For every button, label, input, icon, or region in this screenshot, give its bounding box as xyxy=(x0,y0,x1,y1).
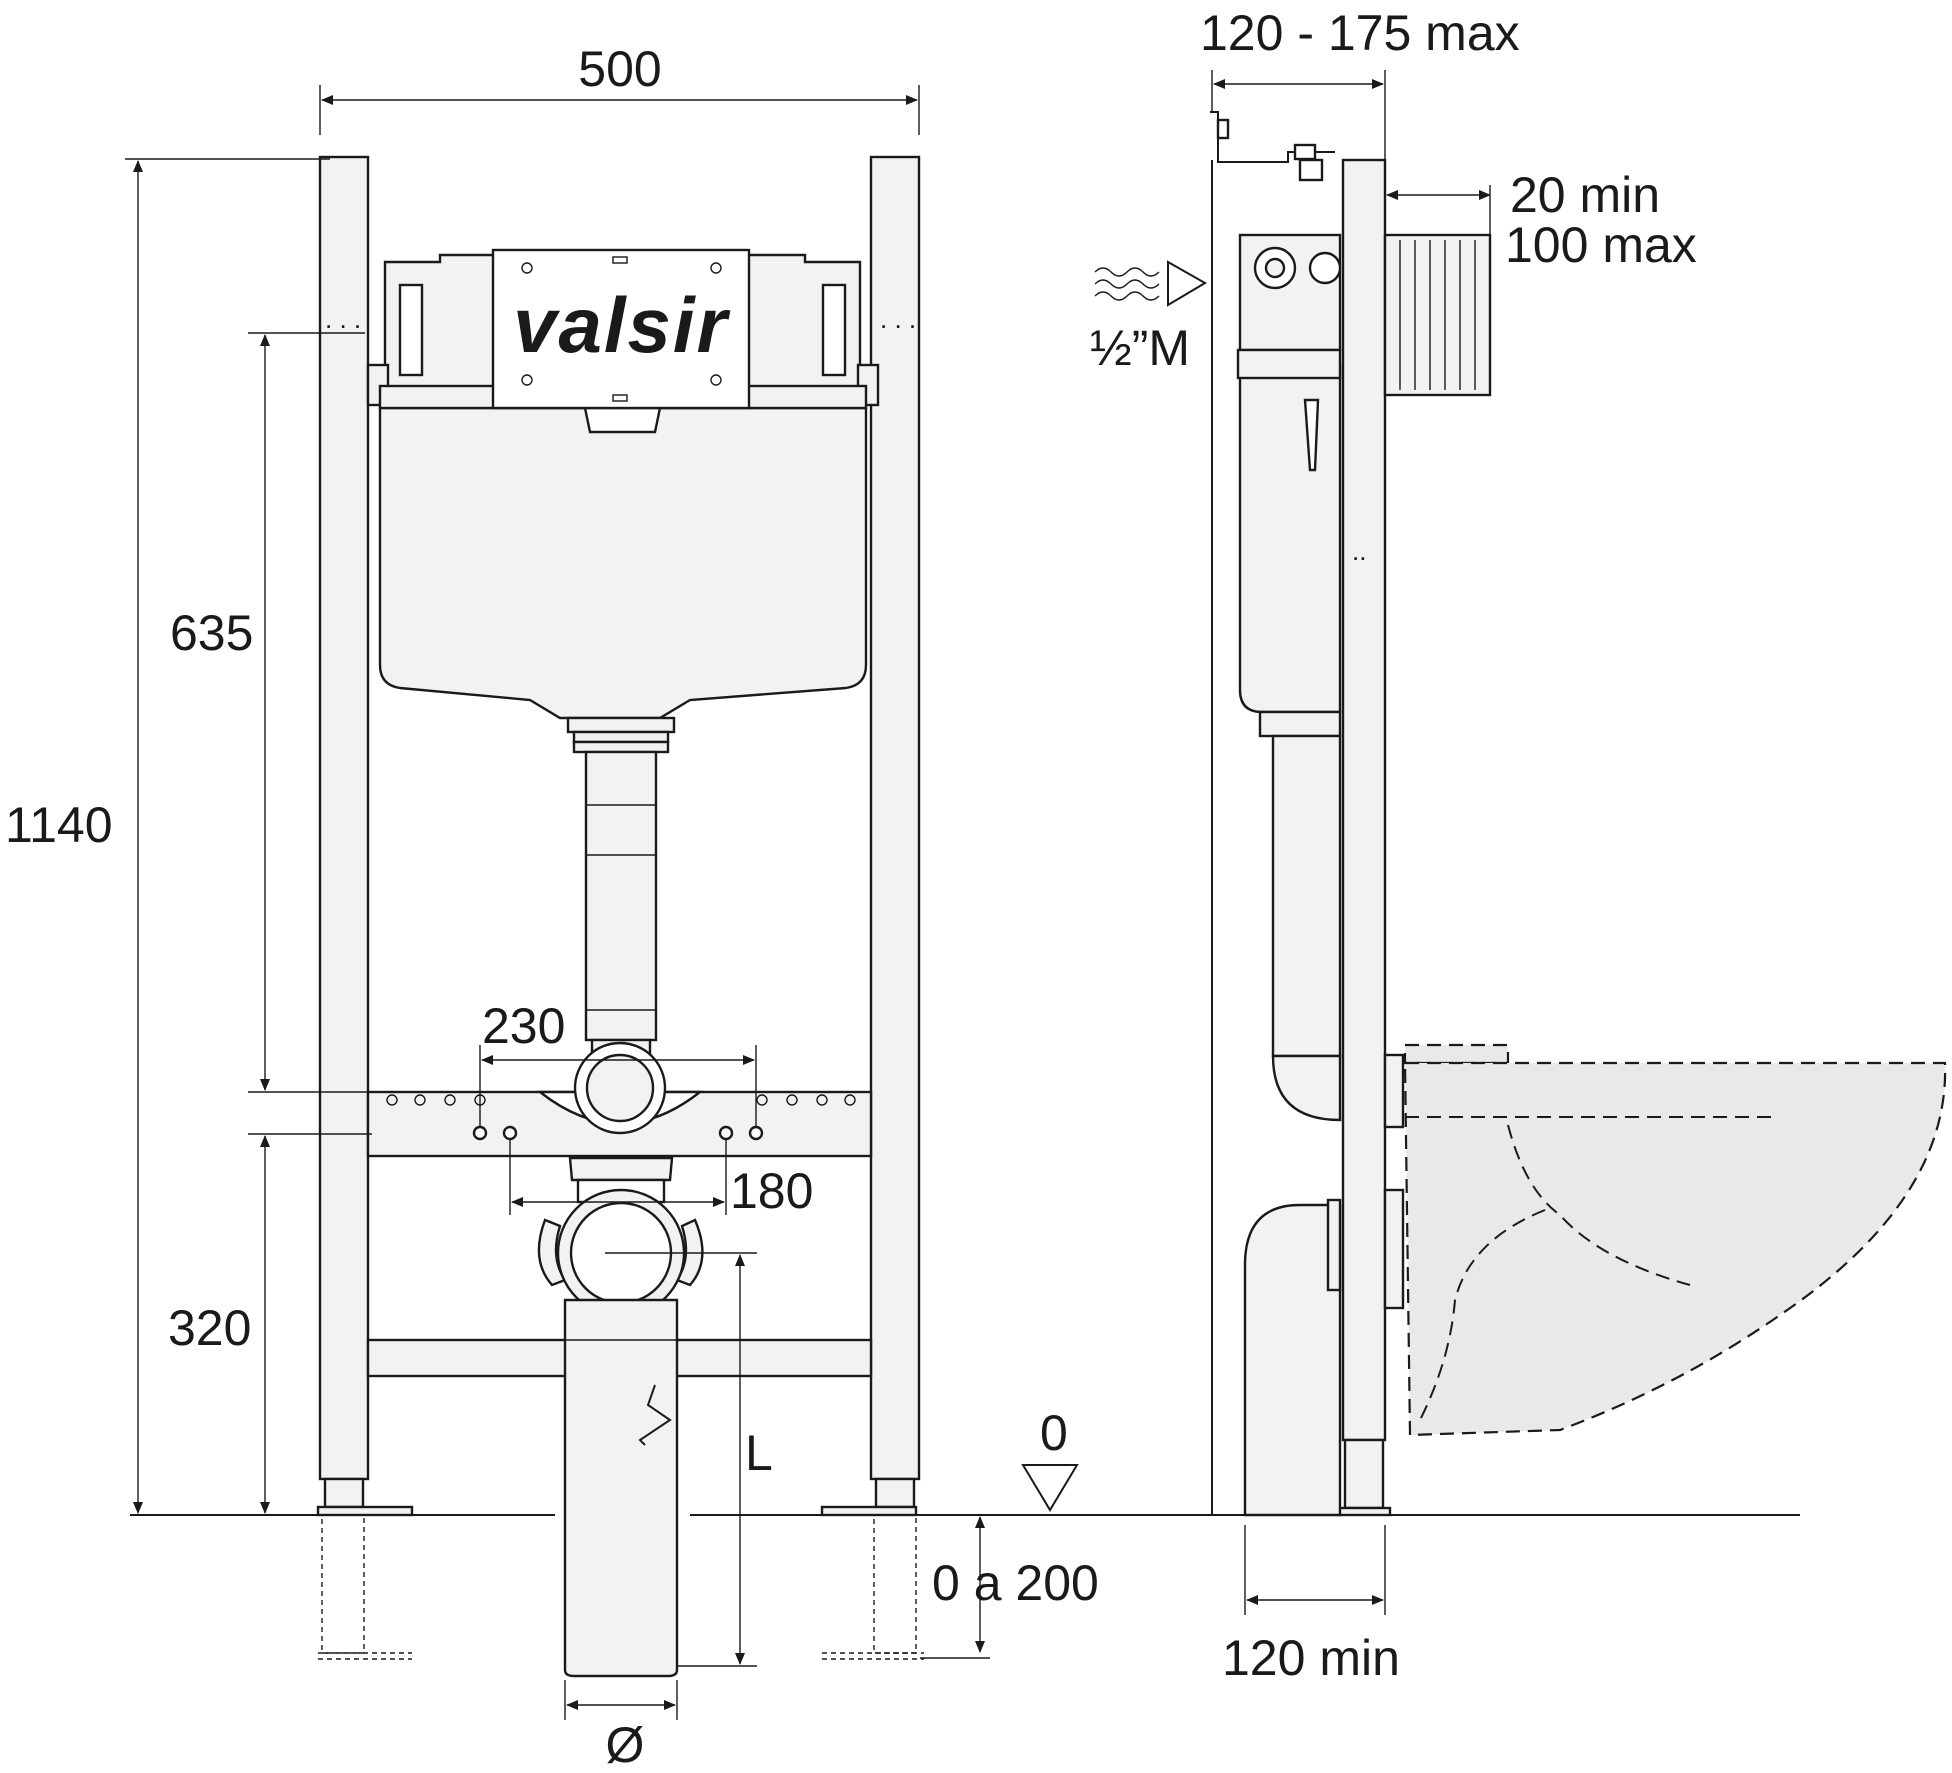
side-flush-pipe xyxy=(1271,734,1342,1058)
right-foot-extension xyxy=(873,1514,917,1654)
drain-pipe xyxy=(563,1298,679,1678)
front-dimensions: 500 1140 635 . . . . . . 230 320 180 L 0 xyxy=(5,41,1099,1773)
dim-depth-label: 0 a 200 xyxy=(932,1555,1099,1611)
dim-depth-range-label: 120 - 175 max xyxy=(1200,5,1520,61)
crossbar-bolt-1 xyxy=(472,1125,488,1141)
left-foot-extension xyxy=(321,1514,365,1654)
side-cistern-base xyxy=(1258,710,1342,738)
side-flush-elbow xyxy=(1271,1054,1342,1122)
drain-hook xyxy=(638,1384,672,1446)
bowl-trap-curve xyxy=(1419,1209,1546,1421)
level-triangle-icon xyxy=(1021,1464,1079,1512)
right-bracket-clip xyxy=(821,283,847,377)
side-valve-ring xyxy=(1236,348,1342,380)
crossbar-hole-8 xyxy=(844,1094,856,1106)
flush-outlet-ring-1 xyxy=(572,730,670,744)
left-foot-stem xyxy=(323,1477,365,1509)
side-cistern-notch xyxy=(1303,398,1320,472)
access-plate-bolt-3 xyxy=(521,374,533,386)
dim-L-label: L xyxy=(745,1425,773,1481)
flush-connector-inner xyxy=(585,1053,655,1123)
crossbar-hole-1 xyxy=(386,1094,398,1106)
dim-plate-min-label: 20 min xyxy=(1510,167,1660,223)
side-dimensions: 120 - 175 max 20 min 100 max ½”M 120 min xyxy=(1090,5,1697,1686)
top-bracket-bolt xyxy=(1293,143,1317,161)
access-plate-notch xyxy=(583,406,662,434)
cistern-body xyxy=(378,406,868,720)
ellipsis-right: . . . xyxy=(880,304,916,334)
left-bracket-clip xyxy=(398,283,424,377)
water-waves-icon xyxy=(1094,267,1160,301)
dim-width-label: 500 xyxy=(578,41,661,97)
flush-outlet-collar xyxy=(566,716,676,734)
dim-plate-max-label: 100 max xyxy=(1505,217,1697,273)
dim-diam-label: Ø xyxy=(606,1717,645,1773)
dim-320-label: 320 xyxy=(168,1300,251,1356)
waste-stub xyxy=(1383,1188,1405,1310)
side-valve-knob xyxy=(1308,251,1342,285)
crossbar-hole-6 xyxy=(786,1094,798,1106)
side-inlet-inner xyxy=(1264,257,1286,279)
inlet-arrow-icon xyxy=(1167,260,1207,307)
side-cistern xyxy=(1238,363,1342,714)
side-foot-plate xyxy=(1336,1506,1392,1517)
dim-base-label: 120 min xyxy=(1222,1630,1400,1686)
flush-outlet-ring-2 xyxy=(572,740,670,754)
side-foot xyxy=(1343,1438,1385,1510)
access-plate-slot-bottom xyxy=(612,394,628,402)
water-inlet-label: ½”M xyxy=(1090,320,1190,376)
top-bracket-nut xyxy=(1298,158,1324,182)
right-upright xyxy=(869,155,921,1481)
brand-logo: valsir xyxy=(513,281,730,369)
crossbar-hole-7 xyxy=(816,1094,828,1106)
crossbar-hole-2 xyxy=(414,1094,426,1106)
access-plate xyxy=(491,248,751,410)
side-upright xyxy=(1341,158,1387,1442)
crossbar-bolt-2 xyxy=(502,1125,518,1141)
dim-230-label: 230 xyxy=(482,998,565,1054)
crossbar-hole-3 xyxy=(444,1094,456,1106)
access-plate-bolt-2 xyxy=(710,262,722,274)
floor-level-label: 0 xyxy=(1040,1405,1068,1461)
flush-pipe xyxy=(584,750,658,1042)
access-plate-bolt-4 xyxy=(710,374,722,386)
side-view: .. xyxy=(1210,111,1947,1517)
dim-height-label: 1140 xyxy=(5,797,113,853)
access-plate-bolt-1 xyxy=(521,262,533,274)
drain-bracket xyxy=(568,1156,674,1182)
flush-plate-side xyxy=(1383,233,1492,397)
bowl-inner-curve xyxy=(1507,1124,1691,1286)
toilet-bowl xyxy=(1403,1061,1947,1437)
left-foot-plate xyxy=(316,1505,414,1517)
wall-clip xyxy=(1216,118,1230,140)
side-ellipsis: .. xyxy=(1352,536,1366,566)
side-waste-clamp xyxy=(1326,1198,1342,1292)
drain-clamp-left xyxy=(537,1218,567,1287)
dim-180-label: 180 xyxy=(730,1163,813,1219)
bowl-seat xyxy=(1403,1043,1510,1065)
ellipsis-left: . . . xyxy=(325,304,361,334)
crossbar-bolt-3 xyxy=(718,1125,734,1141)
right-foot-stem xyxy=(874,1477,916,1509)
crossbar-bolt-4 xyxy=(748,1125,764,1141)
right-foot-plate xyxy=(820,1505,918,1517)
crossbar-hole-5 xyxy=(756,1094,768,1106)
left-upright xyxy=(318,155,370,1481)
side-waste-pipe xyxy=(1243,1203,1342,1517)
front-view: valsir xyxy=(130,155,1800,1678)
access-plate-slot-top xyxy=(612,256,628,264)
dim-cistern-label: 635 xyxy=(170,605,253,661)
flush-stub xyxy=(1383,1053,1405,1129)
